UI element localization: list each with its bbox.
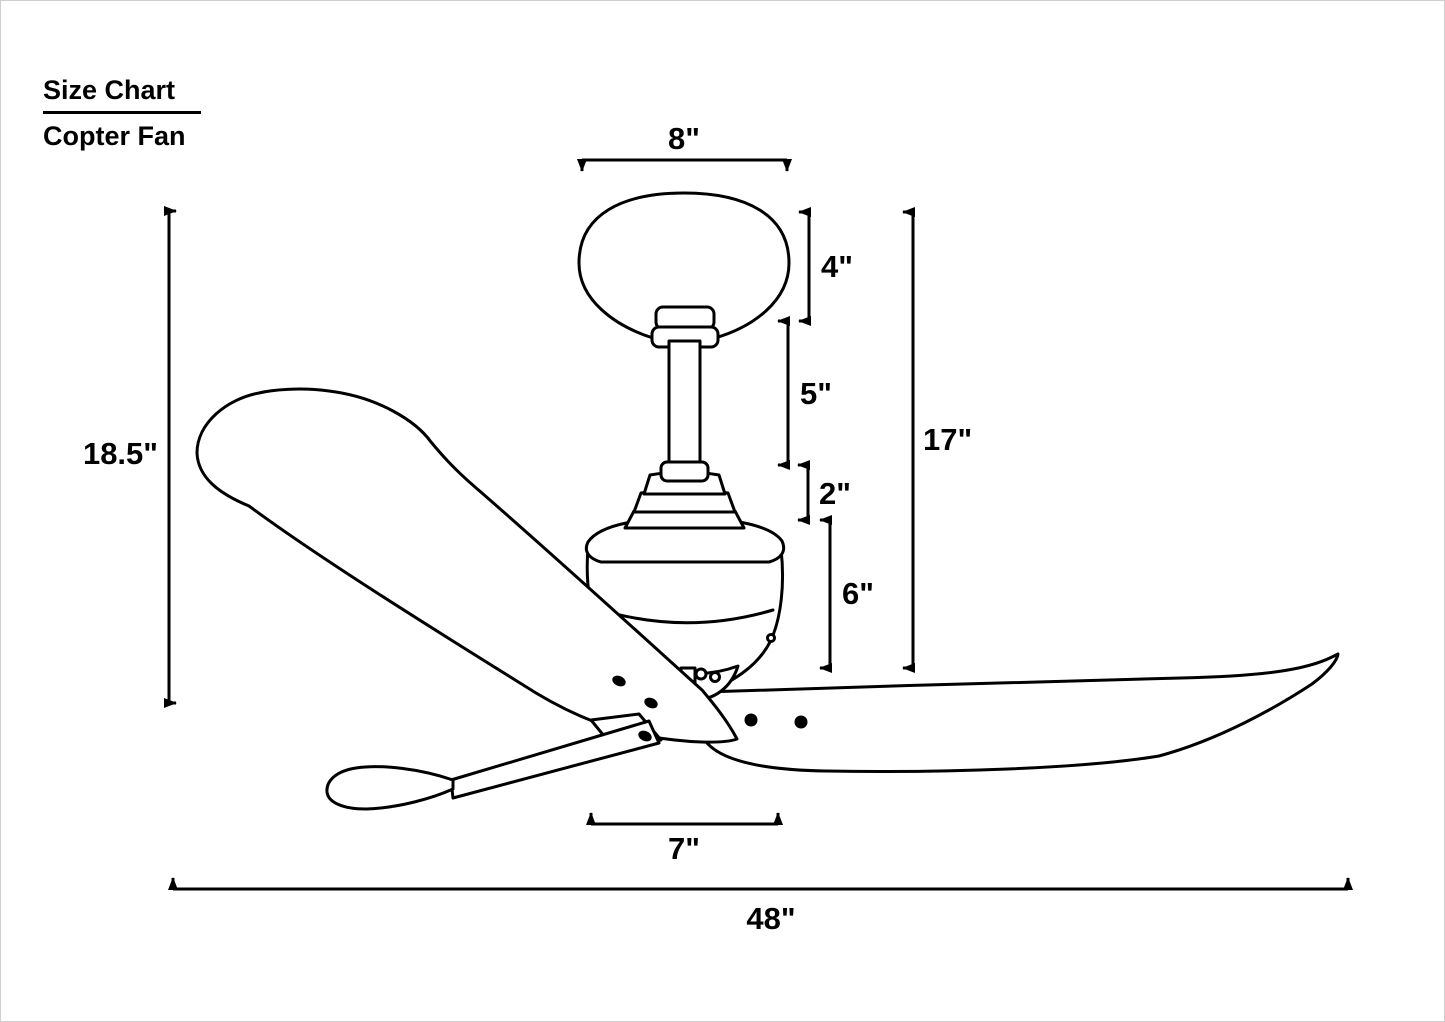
dimension-blade-sweep: 48": [168, 877, 1353, 936]
dimension-lines: 8" 18.5" 4" 5": [83, 121, 1353, 936]
canopy-dome: [577, 191, 791, 340]
dimension-total-drop: 17": [902, 207, 972, 673]
dimension-canopy-height: 4": [798, 207, 853, 326]
dimension-motor-base-width: 7": [586, 812, 783, 866]
dimension-label-downrod-length: 5": [800, 376, 832, 411]
rivet-left-blade-2: [644, 697, 658, 709]
fan-blade-right: [703, 652, 1340, 773]
dimension-label-motor-base-width: 7": [668, 831, 700, 866]
drum-screw-right: [766, 633, 776, 643]
rivet-left-blade-1: [612, 675, 626, 687]
dimension-motor-height: 6": [819, 515, 874, 673]
rivet-right-blade-2: [794, 715, 808, 729]
hub-pin-right: [709, 671, 721, 683]
dimension-label-overall-height: 18.5": [83, 436, 158, 471]
dimension-label-canopy-width: 8": [668, 121, 700, 156]
dimension-canopy-width: 8": [577, 121, 792, 172]
dimension-downrod-length: 5": [777, 316, 832, 470]
title-block: Size Chart Copter Fan: [43, 75, 202, 152]
dimension-label-motor-height: 6": [842, 576, 874, 611]
dimension-overall-height: 18.5": [83, 206, 177, 708]
fan-blade-rear-tip: [325, 765, 455, 811]
downrod-bottom-collar: [659, 460, 710, 483]
page-title: Size Chart: [43, 75, 202, 114]
dimension-label-canopy-height: 4": [821, 249, 853, 284]
dimension-label-coupling-height: 2": [819, 476, 851, 511]
dimension-coupling-height: 2": [797, 460, 851, 525]
downrod: [667, 339, 702, 469]
fan-blade-rear-body: [449, 719, 661, 800]
dimension-label-blade-sweep: 48": [746, 901, 795, 936]
rivet-right-blade-1: [744, 713, 758, 727]
dimension-label-total-drop: 17": [923, 422, 972, 457]
hub-pin-left: [694, 667, 708, 681]
rivet-rear-blade: [638, 730, 652, 742]
fan-figure: [195, 191, 1340, 811]
page-subtitle: Copter Fan: [43, 121, 186, 151]
